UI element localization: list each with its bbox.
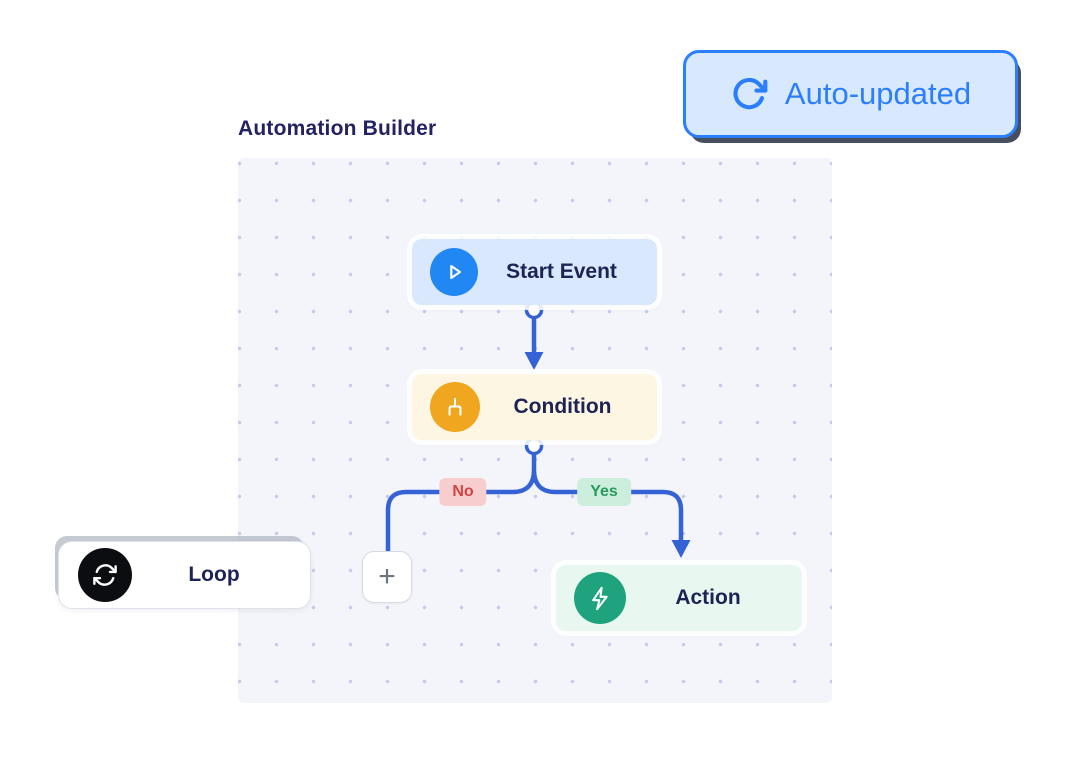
- page-title: Automation Builder: [238, 117, 437, 140]
- lightning-icon: [574, 572, 626, 624]
- play-icon: [430, 248, 478, 296]
- branch-label-no: No: [439, 478, 487, 506]
- branch-icon: [430, 382, 480, 432]
- loop-label: Loop: [188, 563, 240, 586]
- start-event-label: Start Event: [506, 260, 617, 283]
- start-event-node[interactable]: Start Event: [412, 239, 657, 305]
- action-label: Action: [675, 586, 741, 609]
- action-node[interactable]: Action: [556, 565, 802, 631]
- sync-icon: [78, 548, 132, 602]
- automation-canvas[interactable]: Start Event Condition No Yes + Action: [238, 158, 832, 703]
- branch-label-yes: Yes: [577, 478, 631, 506]
- loop-card[interactable]: Loop: [58, 541, 311, 609]
- auto-updated-label: Auto-updated: [784, 76, 972, 111]
- refresh-icon: [730, 75, 768, 113]
- condition-label: Condition: [513, 395, 612, 418]
- condition-output-port[interactable]: [524, 436, 544, 456]
- auto-updated-badge[interactable]: Auto-updated: [683, 50, 1018, 138]
- condition-node[interactable]: Condition: [412, 374, 657, 440]
- add-step-button[interactable]: +: [362, 551, 412, 603]
